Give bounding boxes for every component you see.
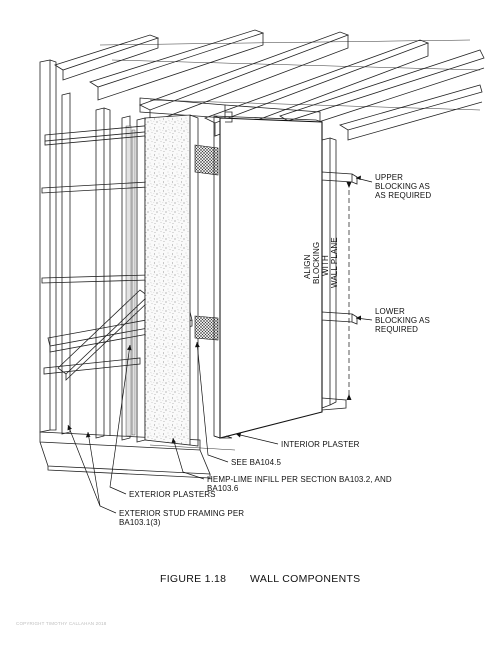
upper-blocking-line-1: UPPER: [375, 173, 403, 182]
align-blocking-line-4: WALL PLANE: [330, 237, 339, 288]
lower-blocking-line-1: LOWER: [375, 307, 405, 316]
exterior-stud-line-1: EXTERIOR STUD FRAMING PER: [119, 509, 244, 518]
hemp-lime-line-1: HEMP-LIME INFILL PER SECTION BA103.2, AN…: [207, 475, 392, 484]
interior-plaster-panel: [213, 111, 323, 439]
align-blocking-line-1: ALIGN: [303, 254, 312, 279]
lower-blocking-mesh: [194, 315, 219, 341]
copyright-notice: COPYRIGHT TIMOTHY CALLAHAN 2018: [16, 621, 107, 626]
hemp-lime-infill: [144, 114, 199, 447]
exterior-stud-framing: [39, 59, 236, 479]
upper-blocking-line-2: BLOCKING AS: [375, 182, 430, 191]
upper-blocking-mesh: [194, 144, 219, 176]
label-see-ba104: SEE BA104.5: [231, 458, 281, 467]
align-blocking-line-3: WITH: [321, 255, 330, 276]
hemp-lime-line-2: BA103.6: [207, 484, 239, 493]
leader-lines: [67, 175, 373, 514]
lower-blocking-line-3: REQUIRED: [375, 325, 418, 334]
upper-blocking-line-3: AS REQUIRED: [375, 191, 431, 200]
label-lower-blocking: LOWER BLOCKING AS REQUIRED: [375, 307, 430, 334]
figure-number: FIGURE 1.18: [160, 573, 226, 585]
right-framing: [321, 137, 358, 411]
label-align-blocking: ALIGN BLOCKING WITH WALL PLANE: [303, 237, 339, 288]
label-hemp-lime: HEMP-LIME INFILL PER SECTION BA103.2, AN…: [207, 475, 392, 493]
label-exterior-stud: EXTERIOR STUD FRAMING PER BA103.1(3): [119, 509, 244, 527]
label-upper-blocking: UPPER BLOCKING AS AS REQUIRED: [375, 173, 431, 200]
figure-caption: FIGURE 1.18 WALL COMPONENTS: [160, 573, 360, 585]
figure-title: WALL COMPONENTS: [250, 573, 360, 585]
lower-blocking-line-2: BLOCKING AS: [375, 316, 430, 325]
align-blocking-line-2: BLOCKING: [312, 242, 321, 284]
label-exterior-plasters: EXTERIOR PLASTERS: [129, 490, 216, 499]
exterior-stud-line-2: BA103.1(3): [119, 518, 161, 527]
label-interior-plaster: INTERIOR PLASTER: [281, 440, 360, 449]
